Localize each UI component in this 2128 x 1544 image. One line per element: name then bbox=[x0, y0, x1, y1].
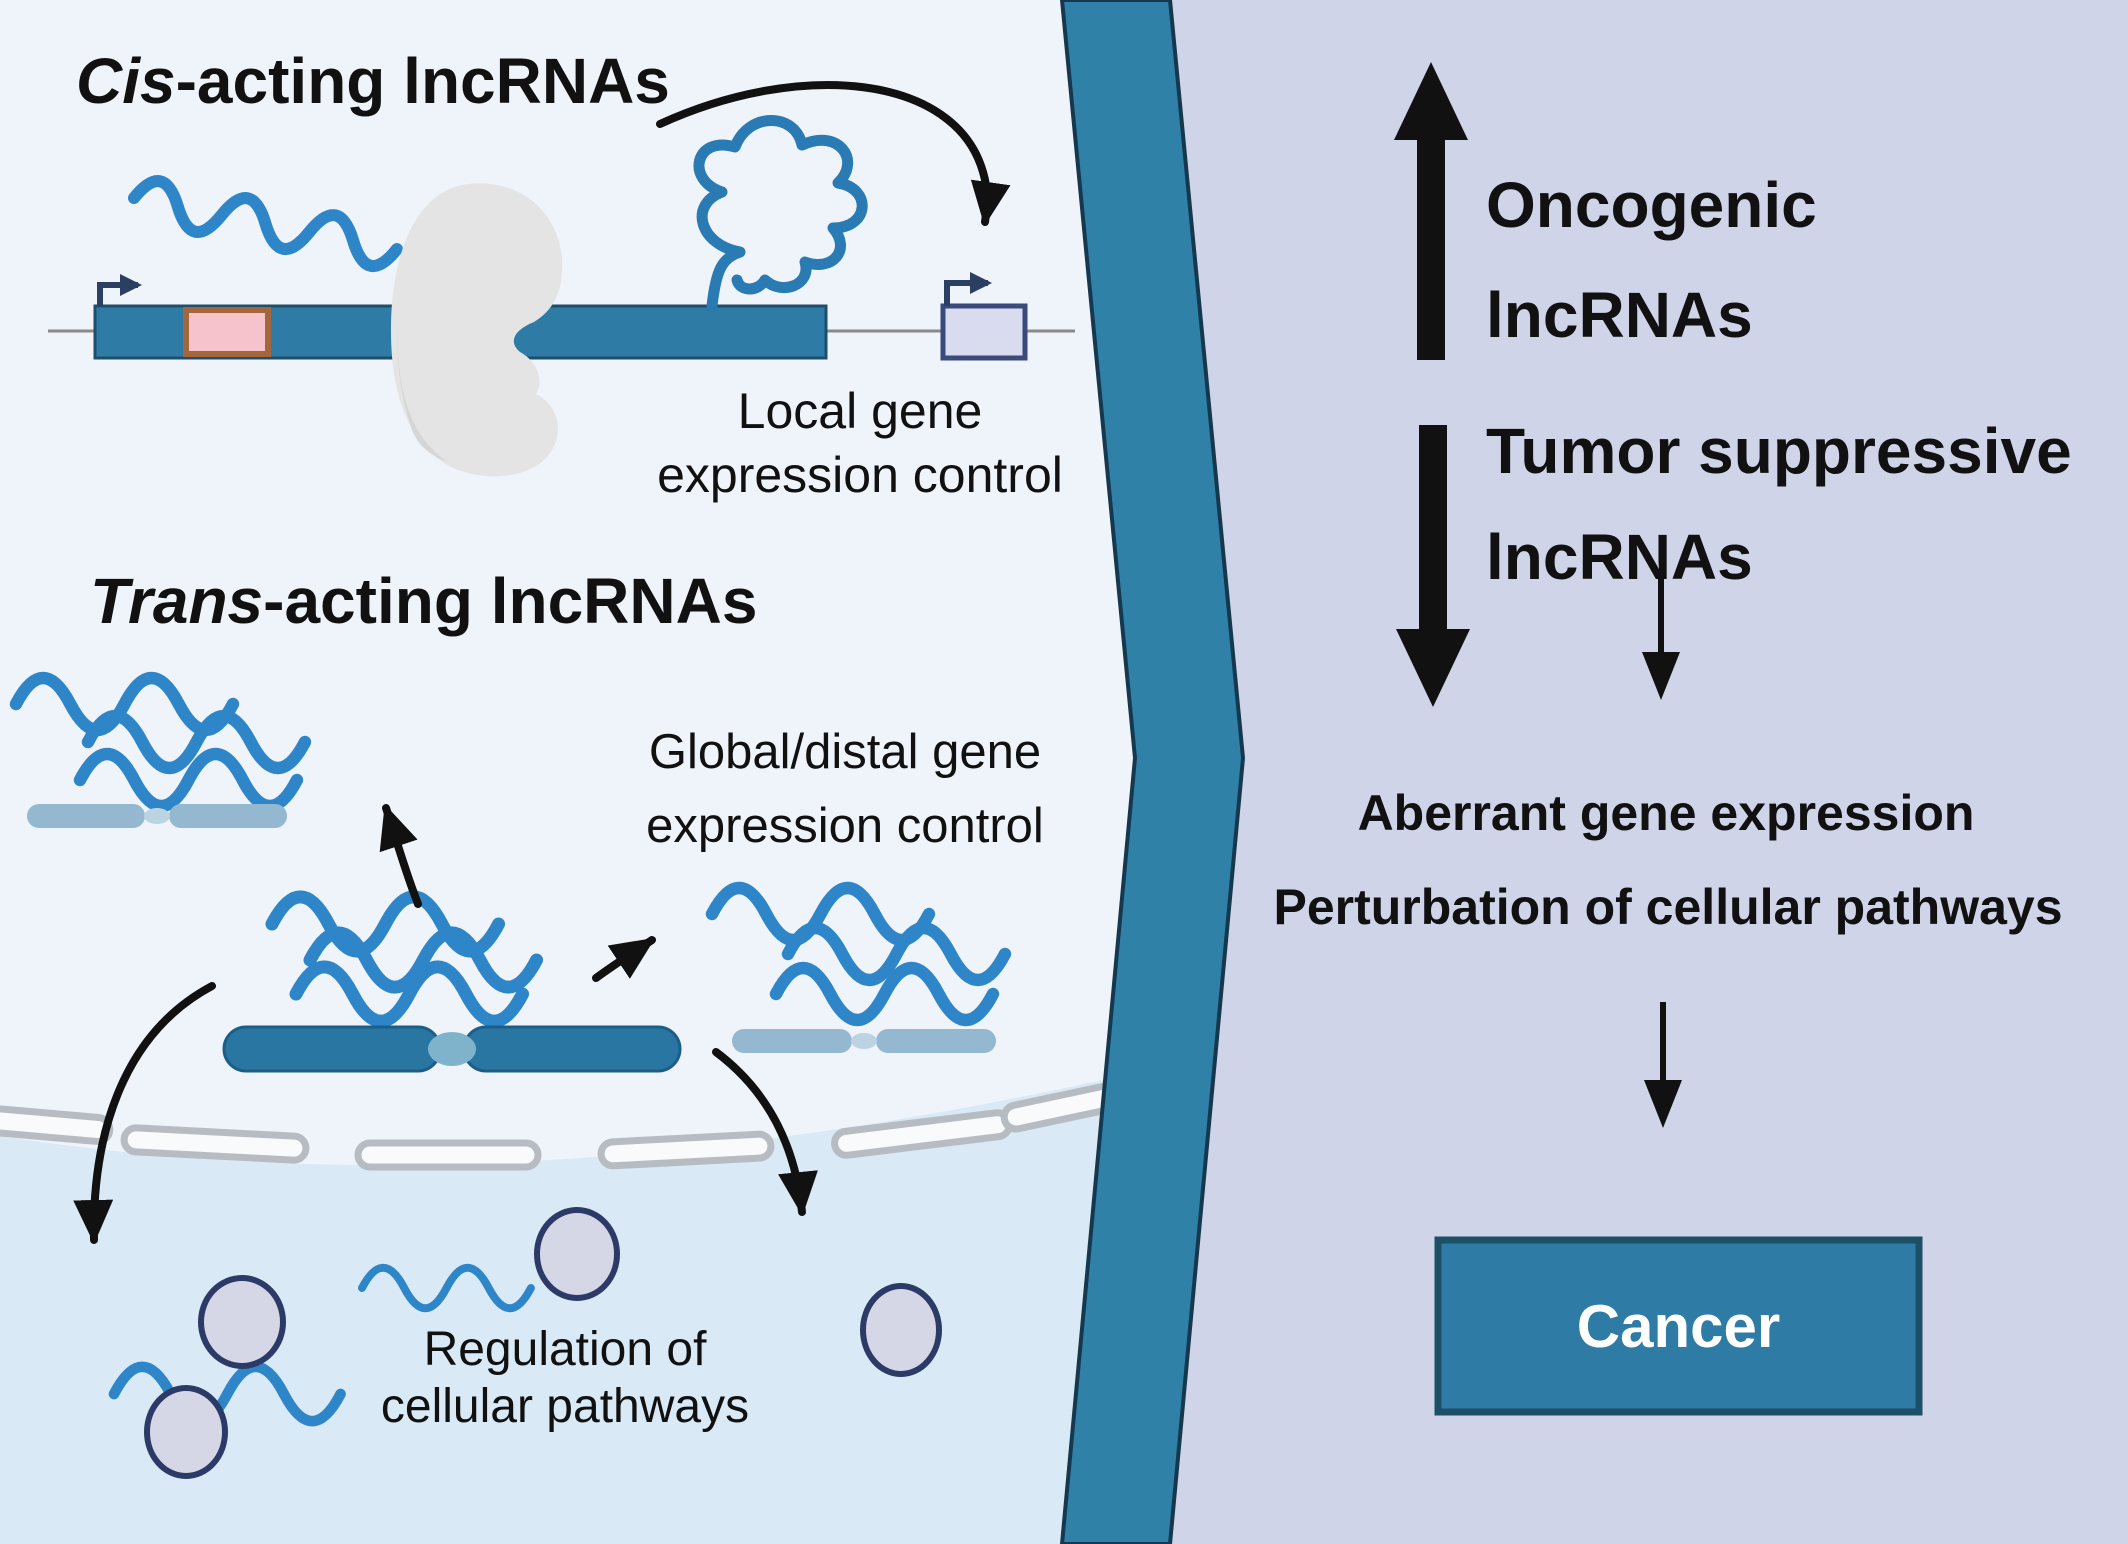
target-tss-arrow bbox=[944, 272, 992, 306]
cytoplasm-background bbox=[0, 1078, 1112, 1544]
cancer-box bbox=[1434, 1236, 1923, 1416]
tumor-suppressive-down-arrow bbox=[1396, 425, 1470, 707]
trans-title-italic: Trans bbox=[90, 565, 264, 637]
outcome-aberrant-expression: Aberrant gene expression bbox=[1357, 785, 1975, 841]
chromosome-dark-center bbox=[222, 1025, 682, 1073]
oncogenic-label-line2: lncRNAs bbox=[1486, 279, 1753, 351]
nuclear-membrane bbox=[0, 1079, 1136, 1171]
global-gene-caption-line1: Global/distal gene bbox=[648, 725, 1042, 779]
local-gene-caption-line1: Local gene bbox=[737, 383, 983, 439]
oncogenic-up-arrow bbox=[1394, 62, 1468, 360]
protein-circle bbox=[534, 1207, 620, 1301]
trans-section-title: Trans-acting lncRNAs bbox=[90, 566, 757, 636]
trans-title-rest: -acting lncRNAs bbox=[263, 565, 758, 637]
cis-regulation-arrow bbox=[656, 81, 1011, 226]
regulation-caption-line1: Regulation of bbox=[423, 1323, 707, 1376]
global-gene-caption-line2: expression control bbox=[646, 799, 1044, 853]
oncogenic-label-line1: Oncogenic bbox=[1486, 169, 1817, 241]
export-arrow-left bbox=[73, 982, 216, 1244]
trans-arrow-up-right bbox=[592, 936, 656, 982]
membrane-segment bbox=[120, 1124, 310, 1164]
protein-circle bbox=[144, 1385, 228, 1479]
rna-polymerase-blob bbox=[390, 183, 563, 477]
folded-lncrna-tangle bbox=[693, 115, 868, 312]
tumor-suppressive-label-line2: lncRNAs bbox=[1486, 521, 1753, 593]
membrane-segment bbox=[597, 1130, 775, 1170]
cis-section-title: Cis-acting lncRNAs bbox=[76, 46, 670, 116]
cis-title-italic: Cis bbox=[76, 45, 176, 117]
cancer-label: Cancer bbox=[1576, 1292, 1781, 1360]
membrane-segment bbox=[354, 1139, 542, 1171]
promoter-element-box bbox=[183, 307, 271, 357]
target-gene-box bbox=[940, 303, 1028, 361]
tumor-suppressive-label-line1: Tumor suppressive bbox=[1486, 415, 2072, 487]
regulation-caption-line2: cellular pathways bbox=[380, 1380, 750, 1433]
trans-arrow-up-left bbox=[379, 804, 422, 908]
protein-circle bbox=[198, 1275, 286, 1369]
flow-arrow-2 bbox=[1644, 1002, 1682, 1128]
tss-arrow bbox=[97, 274, 142, 306]
chromosome-light-left bbox=[27, 804, 287, 828]
export-arrow-right bbox=[712, 1048, 818, 1216]
chromosome-light-right bbox=[732, 1029, 996, 1053]
outcome-pathway-perturbation: Perturbation of cellular pathways bbox=[1273, 879, 2063, 935]
flow-arrow-1 bbox=[1642, 578, 1680, 700]
protein-particles bbox=[144, 1207, 942, 1479]
protein-circle bbox=[860, 1283, 942, 1377]
cell-boundary-band bbox=[1059, 0, 1246, 1544]
cis-title-rest: -acting lncRNAs bbox=[175, 45, 670, 117]
local-gene-caption-line2: expression control bbox=[657, 447, 1063, 503]
